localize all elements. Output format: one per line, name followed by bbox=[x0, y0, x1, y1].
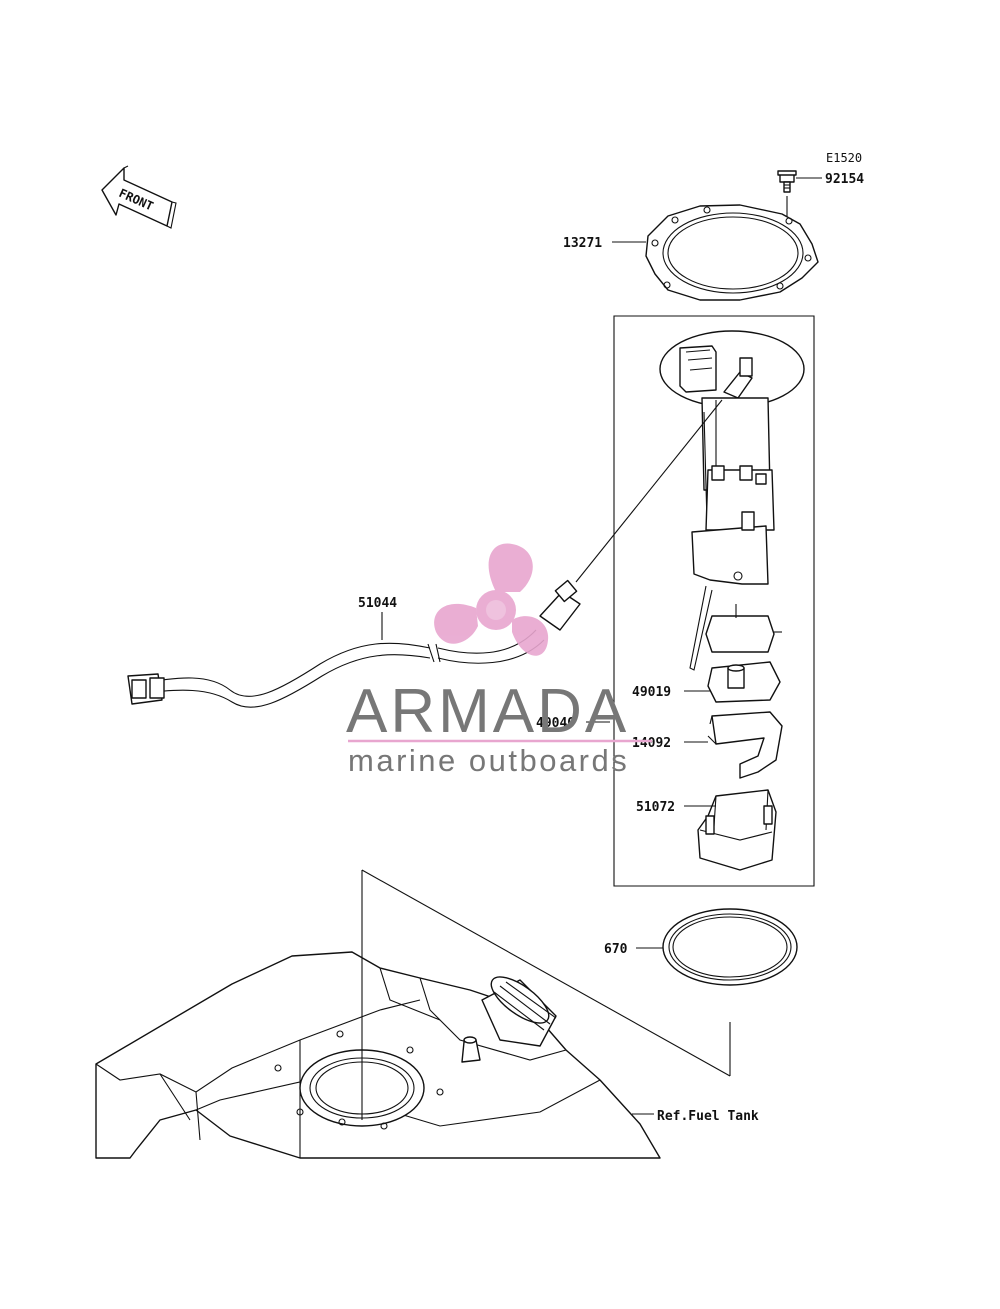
wire-harness-51044 bbox=[127, 579, 581, 708]
callout-14092: 14092 bbox=[632, 736, 671, 751]
assembly-frame bbox=[613, 315, 815, 887]
callout-92154: 92154 bbox=[825, 172, 864, 187]
callout-13271: 13271 bbox=[563, 236, 602, 251]
o-ring-670 bbox=[662, 908, 798, 986]
diagram-code: E1520 bbox=[826, 151, 862, 165]
fuel-pump-assembly bbox=[659, 330, 805, 671]
bolt-92154 bbox=[777, 170, 797, 193]
callout-49019: 49019 bbox=[632, 685, 671, 700]
propeller-logo-icon bbox=[434, 543, 549, 656]
filter-pad-49019 bbox=[707, 661, 781, 703]
callout-51044: 51044 bbox=[358, 596, 397, 611]
callout-51072: 51072 bbox=[636, 800, 675, 815]
fuel-tank bbox=[95, 951, 661, 1159]
callout-670: 670 bbox=[604, 942, 628, 957]
front-arrow-icon: FRONT bbox=[101, 165, 177, 229]
callout-49040: 49040 bbox=[536, 716, 575, 731]
callout-ref-fuel-tank: Ref.Fuel Tank bbox=[657, 1109, 759, 1124]
cup-51072 bbox=[697, 789, 777, 871]
holder-14092 bbox=[707, 711, 783, 779]
watermark-tagline: marine outboards bbox=[348, 743, 629, 778]
watermark-brand: ARMADA bbox=[346, 677, 629, 746]
watermark: ARMADA marine outboards bbox=[346, 543, 652, 778]
gasket-plate-13271 bbox=[645, 204, 819, 301]
